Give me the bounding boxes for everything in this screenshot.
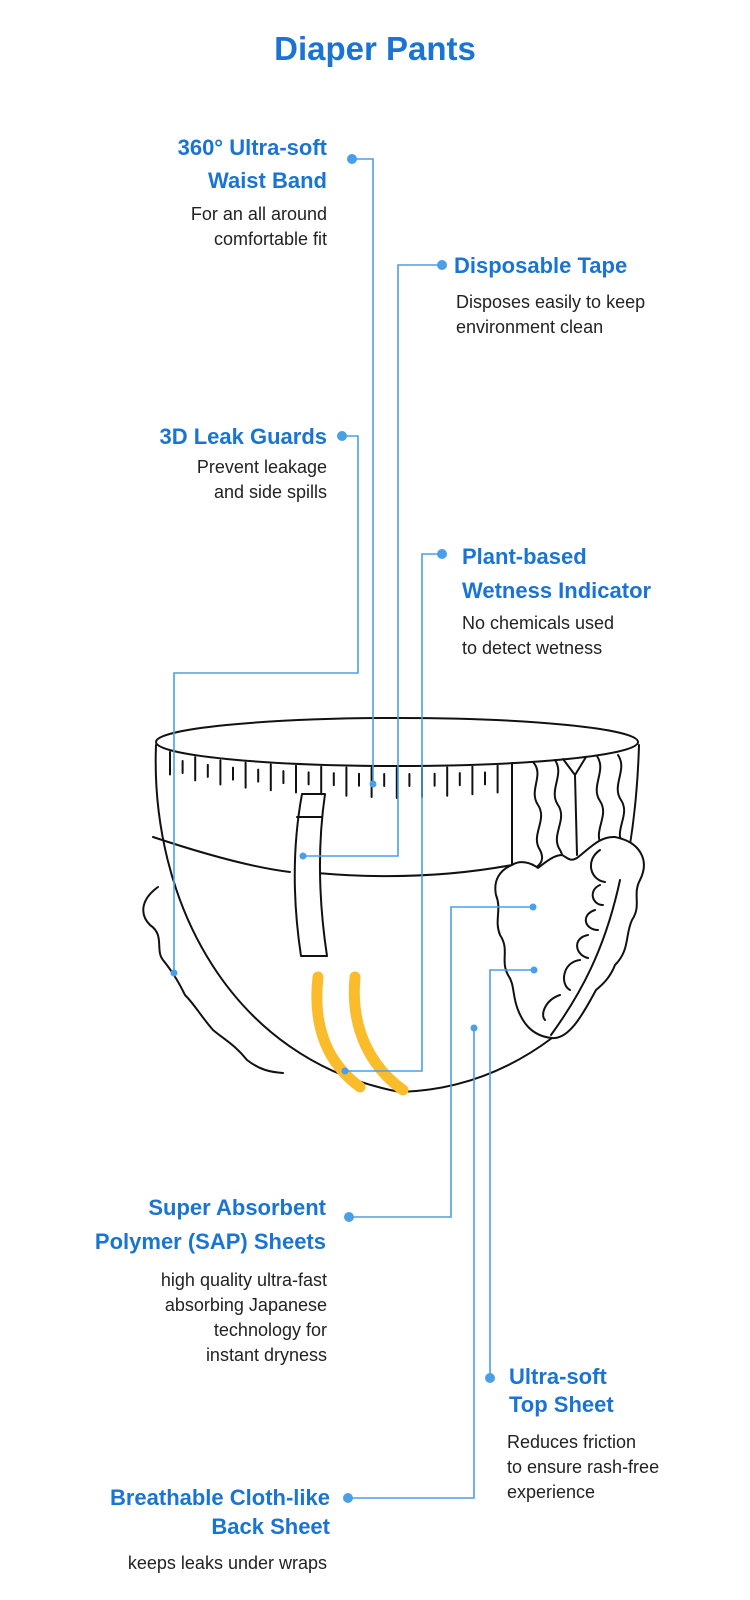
- diaper-illustration: [142, 717, 645, 1096]
- sap-title: Super Absorbent Polymer (SAP) Sheets: [95, 1191, 326, 1259]
- desc-line: comfortable fit: [213, 229, 327, 249]
- sap-desc: high quality ultra-fast absorbing Japane…: [161, 1268, 327, 1368]
- desc-line: absorbing Japanese: [164, 1295, 327, 1315]
- desc-line: and side spills: [213, 482, 327, 502]
- desc-line: Reduces friction: [507, 1432, 637, 1452]
- desc-line: to detect wetness: [462, 638, 603, 658]
- desc-line: to ensure rash-free: [507, 1457, 660, 1477]
- page-title: Diaper Pants: [274, 30, 476, 67]
- waistband-seam: [152, 836, 513, 878]
- leader-lines: [173, 158, 534, 1499]
- desc-line: high quality ultra-fast: [160, 1270, 327, 1290]
- leg-cuff-frill: [494, 835, 645, 1040]
- leader-back-sheet: [348, 1028, 475, 1499]
- desc-line: environment clean: [456, 317, 604, 337]
- desc-line: For an all around: [190, 204, 327, 224]
- title-line: Top Sheet: [509, 1392, 614, 1417]
- desc-line: technology for: [213, 1320, 327, 1340]
- left-leak-guard-frill: [142, 886, 284, 1074]
- tape-desc: Disposes easily to keep environment clea…: [456, 290, 645, 340]
- title-line: Super Absorbent: [148, 1195, 326, 1220]
- desc-line: keeps leaks under wraps: [127, 1553, 327, 1573]
- top-sheet-title: Ultra-soft Top Sheet: [509, 1363, 614, 1419]
- waistband-ticks: [169, 751, 499, 799]
- title-line: Wetness Indicator: [462, 578, 652, 603]
- title-line: Disposable Tape: [454, 253, 628, 278]
- leader-dots: [170, 154, 538, 1503]
- wetness-indicator-desc: No chemicals used to detect wetness: [462, 611, 614, 661]
- top-sheet-desc: Reduces friction to ensure rash-free exp…: [507, 1430, 659, 1505]
- title-line: 3D Leak Guards: [159, 424, 327, 449]
- waist-band-desc: For an all around comfortable fit: [191, 202, 327, 252]
- title-line: Ultra-soft: [509, 1364, 607, 1389]
- wetness-indicator-title: Plant-based Wetness Indicator: [462, 540, 651, 608]
- leader-waist-band: [352, 158, 374, 784]
- title-line: Waist Band: [208, 168, 327, 193]
- desc-line: No chemicals used: [462, 613, 615, 633]
- desc-line: Prevent leakage: [196, 457, 327, 477]
- disposable-tape: [293, 793, 328, 957]
- title-line: Breathable Cloth-like: [109, 1485, 330, 1510]
- desc-line: Disposes easily to keep: [456, 292, 646, 312]
- title-line: Polymer (SAP) Sheets: [94, 1229, 326, 1254]
- waist-band-title: 360° Ultra-soft Waist Band: [178, 131, 327, 197]
- waist-ruffle-4: [616, 754, 626, 846]
- leg-cuff-inner: [542, 849, 621, 1036]
- back-sheet-title: Breathable Cloth-like Back Sheet: [110, 1483, 330, 1541]
- waist-ruffle-3: [595, 755, 605, 847]
- desc-line: instant dryness: [205, 1345, 327, 1365]
- leader-leak-guards: [173, 435, 359, 973]
- title-line: Back Sheet: [211, 1514, 330, 1539]
- leader-top-sheet: [489, 969, 534, 1378]
- wetness-indicator-stripes: [311, 971, 409, 1096]
- desc-line: experience: [507, 1482, 596, 1502]
- waist-opening: [155, 717, 639, 767]
- leader-tape: [303, 264, 442, 857]
- leak-guards-title: 3D Leak Guards: [159, 420, 327, 453]
- leak-guards-desc: Prevent leakage and side spills: [197, 455, 327, 505]
- waist-ruffle-1: [532, 761, 544, 869]
- leader-sap: [349, 906, 533, 1218]
- tape-title: Disposable Tape: [454, 249, 627, 282]
- back-sheet-desc: keeps leaks under wraps: [128, 1551, 327, 1576]
- title-line: Plant-based: [462, 544, 587, 569]
- title-line: 360° Ultra-soft: [177, 135, 327, 160]
- leader-wetness: [345, 553, 442, 1072]
